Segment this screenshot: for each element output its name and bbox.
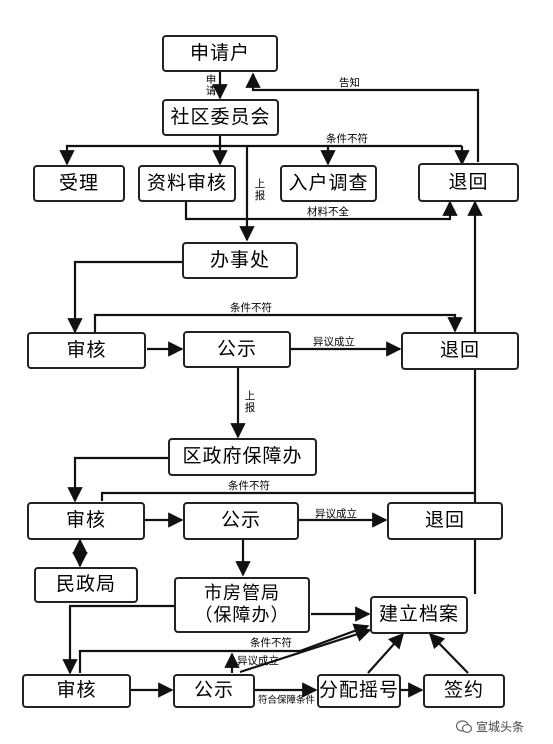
- node-civil-affairs-label: 民政局: [55, 573, 116, 596]
- edge-not-eligible-2: [93, 313, 463, 333]
- edge-sign-archive: [428, 632, 469, 674]
- node-return-3: 退回: [387, 502, 503, 540]
- edge-office-review1: [67, 260, 182, 334]
- node-build-archive: 建立档案: [370, 596, 468, 634]
- edge-incomplete: [184, 200, 458, 221]
- node-housing-bureau: 市房管局 （保障办）: [174, 577, 310, 633]
- node-return-3-label: 退回: [424, 509, 465, 532]
- node-subdistrict-office-label: 办事处: [209, 248, 270, 271]
- label-objection-1: 异议成立: [313, 336, 355, 348]
- node-publicity-1-label: 公示: [216, 337, 257, 360]
- node-publicity-3-label: 公示: [193, 679, 234, 702]
- node-housing-bureau-line1: 市房管局: [204, 582, 280, 604]
- label-report-1a: 上: [254, 178, 266, 190]
- node-housing-bureau-line2: （保障办）: [194, 605, 290, 626]
- edge-notify: [245, 72, 480, 162]
- edge-not-eligible-4: [78, 623, 370, 673]
- node-accept-label: 受理: [58, 171, 99, 194]
- node-doc-review-label: 资料审核: [146, 171, 227, 194]
- label-report-2b: 报: [244, 402, 256, 414]
- label-not-eligible-1: 条件不符: [326, 133, 368, 145]
- edge-district-review2: [67, 456, 170, 503]
- node-lottery-label: 分配摇号: [319, 679, 400, 702]
- edge-objection-3b: [239, 626, 372, 674]
- node-sign-label: 签约: [443, 679, 484, 702]
- node-home-survey: 入户调查: [280, 165, 377, 202]
- edge-housing-review3: [62, 604, 174, 675]
- node-subdistrict-office: 办事处: [182, 242, 298, 279]
- node-sign: 签约: [423, 674, 505, 708]
- node-publicity-2-label: 公示: [220, 509, 261, 532]
- edge-not-eligible-3: [100, 491, 475, 501]
- node-review-3: 审核: [22, 674, 131, 708]
- label-not-eligible-4: 条件不符: [250, 637, 292, 649]
- label-objection-2: 异议成立: [315, 508, 357, 520]
- node-civil-affairs: 民政局: [34, 567, 138, 603]
- node-applicant-label: 申请户: [189, 41, 250, 64]
- watermark-text: 宣城头条: [476, 720, 525, 734]
- node-applicant: 申请户: [162, 35, 278, 72]
- node-home-survey-label: 入户调查: [288, 171, 369, 194]
- label-notify: 告知: [339, 77, 360, 89]
- node-publicity-2: 公示: [183, 502, 299, 540]
- label-objection-3: 异议成立: [237, 655, 279, 667]
- node-review-1: 审核: [27, 332, 146, 369]
- node-build-archive-label: 建立档案: [378, 603, 459, 626]
- node-publicity-3: 公示: [173, 674, 255, 708]
- node-district-office: 区政府保障办: [168, 438, 317, 476]
- node-review-1-label: 审核: [66, 338, 107, 361]
- label-eligible: 符合保障条件: [258, 695, 316, 706]
- node-doc-review: 资料审核: [138, 165, 236, 202]
- node-return-1-label: 退回: [448, 170, 489, 193]
- node-accept: 受理: [33, 165, 125, 202]
- label-not-eligible-2: 条件不符: [230, 302, 272, 314]
- node-district-office-label: 区政府保障办: [182, 445, 303, 468]
- label-report-2a: 上: [244, 390, 256, 402]
- watermark: 宣城头条: [456, 718, 524, 735]
- node-community-committee: 社区委员会: [162, 99, 279, 136]
- node-publicity-1: 公示: [183, 331, 291, 368]
- node-lottery: 分配摇号: [317, 674, 401, 708]
- edge-lottery-archive: [367, 632, 405, 674]
- node-return-2-label: 退回: [439, 339, 480, 362]
- node-review-2-label: 审核: [65, 509, 106, 532]
- label-report-1b: 报: [254, 190, 266, 202]
- label-incomplete: 材料不全: [307, 206, 349, 218]
- label-apply-2: 请: [205, 85, 217, 97]
- node-review-2: 审核: [27, 502, 145, 540]
- edge-committee-bus: [59, 136, 222, 166]
- label-apply-1: 申: [205, 74, 217, 86]
- node-review-3-label: 审核: [56, 679, 97, 702]
- node-return-2: 退回: [401, 332, 519, 370]
- label-not-eligible-3: 条件不符: [228, 480, 270, 492]
- node-community-committee-label: 社区委员会: [170, 105, 271, 128]
- chat-bubble-icon: [456, 719, 472, 733]
- node-return-1: 退回: [418, 163, 519, 202]
